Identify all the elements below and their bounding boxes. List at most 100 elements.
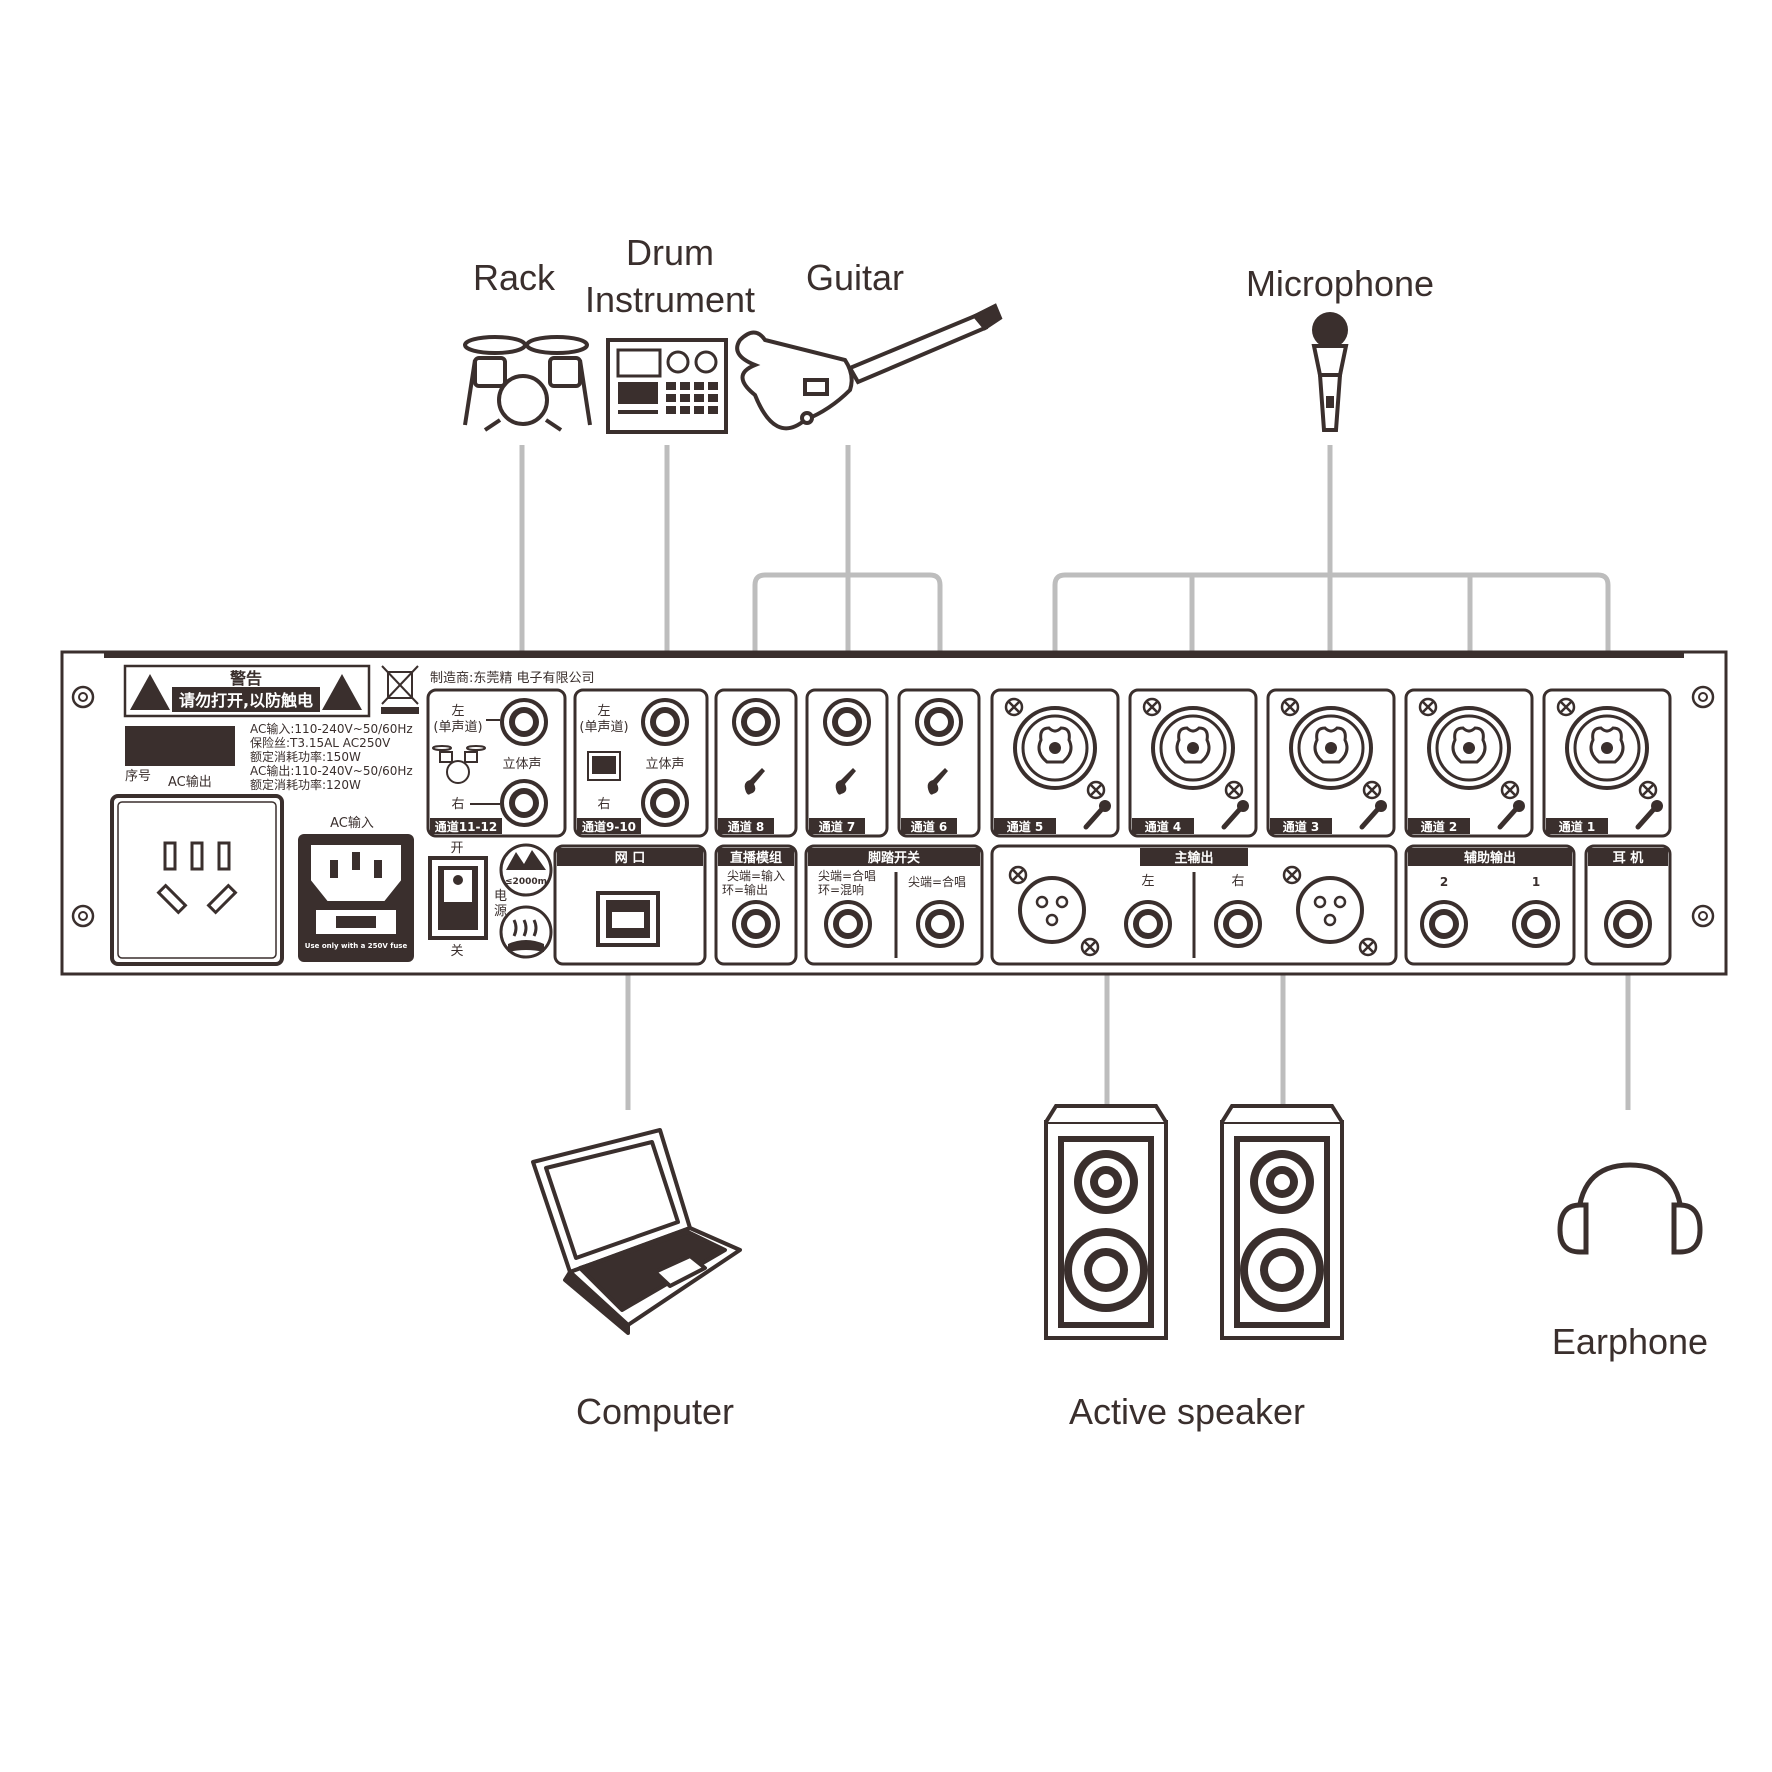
guitar-channel-strip: 通道 8 xyxy=(714,688,798,838)
combo-xlr-jack[interactable] xyxy=(1289,706,1373,790)
spec-line-2: 保险丝:T3.15AL AC250V xyxy=(250,735,391,750)
label-microphone: Microphone xyxy=(1246,263,1434,304)
label-earphone: Earphone xyxy=(1552,1321,1708,1362)
wire-guitar-bus xyxy=(752,572,943,720)
mini-drum-icon xyxy=(432,745,486,784)
channel-label: 通道 1 xyxy=(1559,819,1596,834)
channel-9-10: 通道9-10 左 (单声道) 右 立体声 xyxy=(573,688,709,838)
switch-on-label: 开 xyxy=(450,841,463,856)
headphones-icon xyxy=(1557,1162,1703,1255)
label-active-speaker: Active speaker xyxy=(1069,1391,1305,1432)
channel-label: 通道 2 xyxy=(1421,819,1458,834)
spec-line-4: AC输出:110-240V~50/60Hz xyxy=(250,763,413,778)
jack-headphone[interactable] xyxy=(1604,900,1652,948)
power-label-2: 源 xyxy=(494,904,507,919)
label-rack: Rack xyxy=(473,257,556,298)
spec-line-3: 额定消耗功率:150W xyxy=(250,749,361,764)
svg-text:Use only with a 250V fuse: Use only with a 250V fuse xyxy=(305,942,408,950)
mic-channel-strip: 通道 4 xyxy=(1128,688,1258,838)
footswitch-section: 脚踏开关 尖端=合唱 环=混响 尖端=合唱 xyxy=(804,844,984,966)
svg-text:右: 右 xyxy=(451,797,464,812)
jack-live-module[interactable] xyxy=(732,900,780,948)
laptop-icon xyxy=(531,1128,742,1335)
svg-text:警告: 警告 xyxy=(229,669,262,688)
channel-label: 通道 8 xyxy=(728,819,765,834)
jack-footswitch-1[interactable] xyxy=(824,900,872,948)
guitar-icon xyxy=(735,303,1003,431)
svg-text:通道9-10: 通道9-10 xyxy=(582,819,636,834)
svg-text:2: 2 xyxy=(1440,875,1448,889)
channel-label: 通道 4 xyxy=(1145,819,1182,834)
combo-xlr-jack[interactable] xyxy=(1565,706,1649,790)
jack-ch12-right[interactable] xyxy=(500,779,548,827)
xlr-main-right[interactable] xyxy=(1296,876,1364,944)
wires xyxy=(507,445,1643,1110)
xlr-main-left[interactable] xyxy=(1018,876,1086,944)
jack-main-left[interactable] xyxy=(1124,900,1172,948)
guitar-channel-strip: 通道 7 xyxy=(805,688,889,838)
weee-bin-icon xyxy=(381,665,419,714)
combo-xlr-jack[interactable] xyxy=(1151,706,1235,790)
svg-text:脚踏开关: 脚踏开关 xyxy=(868,850,920,866)
serial-label: 序号 xyxy=(125,769,151,784)
combo-xlr-jack[interactable] xyxy=(1427,706,1511,790)
jack-ch9-left[interactable] xyxy=(641,698,689,746)
svg-text:右: 右 xyxy=(597,797,610,812)
ac-out-label: AC输出 xyxy=(168,774,212,790)
svg-text:请勿打开,以防触电: 请勿打开,以防触电 xyxy=(179,691,313,710)
svg-text:直播模组: 直播模组 xyxy=(730,850,782,866)
altitude-icon: ≤2000m xyxy=(499,843,553,897)
svg-text:耳 机: 耳 机 xyxy=(1613,850,1644,866)
svg-text:左: 左 xyxy=(597,704,610,719)
jack-footswitch-2[interactable] xyxy=(916,900,964,948)
channel-11-12: 通道11-12 左 (单声道) 右 立体声 xyxy=(426,688,567,838)
jack-guitar-input[interactable] xyxy=(823,698,871,746)
label-guitar: Guitar xyxy=(806,257,904,298)
jack-main-right[interactable] xyxy=(1214,900,1262,948)
jack-aux-1[interactable] xyxy=(1512,900,1560,948)
jack-ch10-right[interactable] xyxy=(641,779,689,827)
power-label-1: 电 xyxy=(494,889,507,904)
svg-text:网 口: 网 口 xyxy=(615,851,646,866)
svg-text:主输出: 主输出 xyxy=(1174,850,1213,866)
network-port-section: 网 口 xyxy=(553,844,707,966)
svg-text:(单声道): (单声道) xyxy=(433,720,482,735)
jack-guitar-input[interactable] xyxy=(732,698,780,746)
svg-text:右: 右 xyxy=(1231,874,1244,889)
svg-text:立体声: 立体声 xyxy=(645,757,684,772)
ac-outlet xyxy=(110,794,284,966)
warning-label: 警告 请勿打开,以防触电 xyxy=(123,664,371,718)
rear-panel: 警告 请勿打开,以防触电 制造商:东莞精 电子有限公司 AC输入:110-240… xyxy=(60,650,1728,976)
svg-text:左: 左 xyxy=(451,704,464,719)
drum-kit-icon xyxy=(463,335,592,432)
svg-text:尖端=合唱: 尖端=合唱 xyxy=(818,868,876,883)
svg-text:辅助输出: 辅助输出 xyxy=(1464,850,1516,866)
tropical-climate-icon xyxy=(499,905,553,959)
combo-xlr-jack[interactable] xyxy=(1013,706,1097,790)
spec-line-1: AC输入:110-240V~50/60Hz xyxy=(250,721,413,736)
svg-text:环=混响: 环=混响 xyxy=(818,882,864,897)
main-output-section: 主输出 左 右 xyxy=(990,844,1398,966)
manufacturer-text: 制造商:东莞精 电子有限公司 xyxy=(430,671,595,686)
jack-aux-2[interactable] xyxy=(1420,900,1468,948)
guitar-channels: 通道 8 通道 7 通道 6 xyxy=(714,688,981,838)
jack-ch11-left[interactable] xyxy=(500,698,548,746)
ac-inlet: Use only with a 250V fuse xyxy=(298,834,414,962)
jack-guitar-input[interactable] xyxy=(915,698,963,746)
channel-label: 通道 6 xyxy=(911,819,948,834)
live-module-section: 直播模组 尖端=输入 环=输出 xyxy=(714,844,798,966)
wire-mic-bus xyxy=(1052,572,1611,720)
svg-text:(单声道): (单声道) xyxy=(579,720,628,735)
ac-in-label: AC输入 xyxy=(330,815,374,831)
label-drum-2: Instrument xyxy=(585,279,755,320)
mic-channel-strip: 通道 2 xyxy=(1404,688,1534,838)
svg-text:尖端=合唱: 尖端=合唱 xyxy=(908,874,966,889)
channel-label: 通道 7 xyxy=(819,819,856,834)
power-switch[interactable] xyxy=(428,856,488,940)
svg-text:1: 1 xyxy=(1532,875,1540,889)
headphone-section: 耳 机 xyxy=(1584,844,1672,966)
channel-label: 通道 5 xyxy=(1007,819,1044,834)
spec-line-5: 额定消耗功率:120W xyxy=(250,777,361,792)
